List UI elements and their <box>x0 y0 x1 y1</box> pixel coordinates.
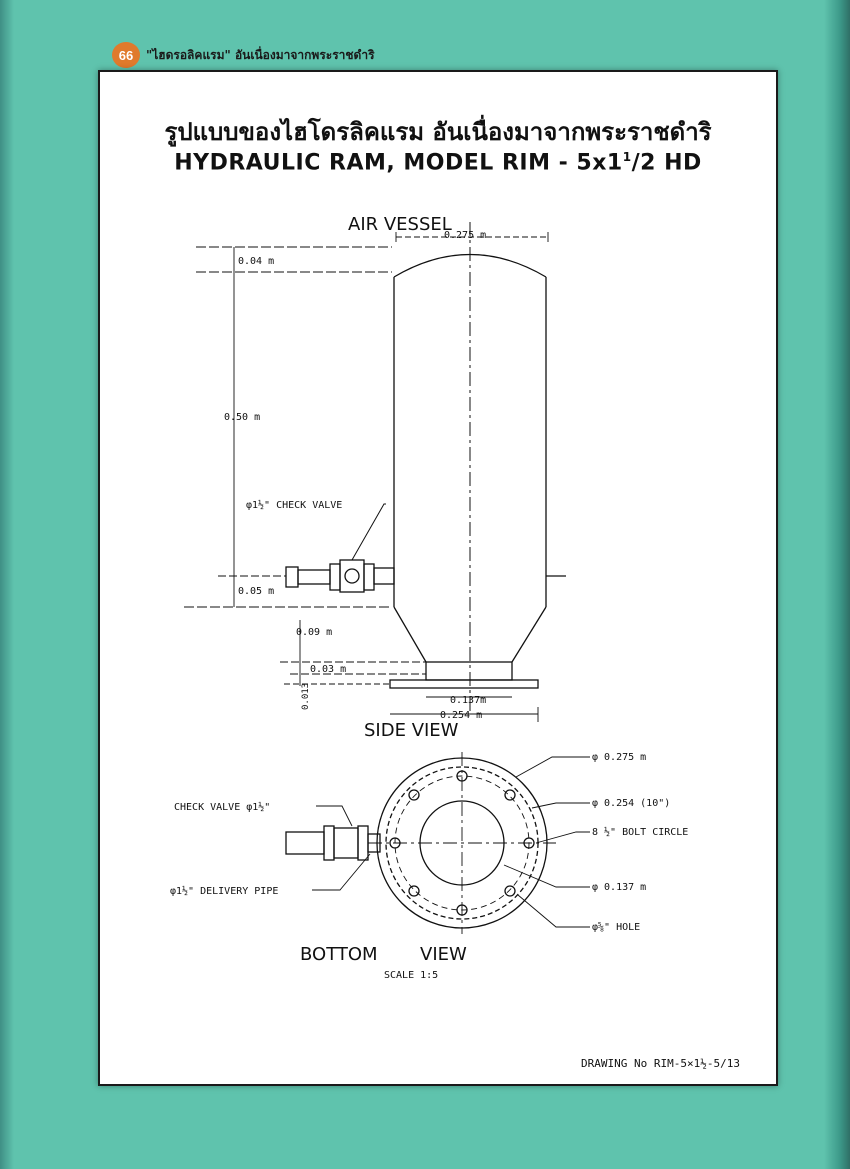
dim-cone-label: 0.09 m <box>296 627 332 638</box>
title-english-tail: /2 HD <box>631 150 702 176</box>
bottom-view-caption-right: VIEW <box>420 944 467 965</box>
bolt-circle-label: 8 ½" BOLT CIRCLE <box>592 826 688 838</box>
dim-width-label: 0.275 m <box>444 230 486 241</box>
bottom-view-caption-left: BOTTOM <box>300 944 378 965</box>
title-english: HYDRAULIC RAM, MODEL RIM - 5x11/2 HD <box>100 150 776 175</box>
delivery-pipe-label: φ1½" DELIVERY PIPE <box>170 885 278 897</box>
scale-label: SCALE 1:5 <box>384 970 438 981</box>
dim-neck-label: 0.03 m <box>310 664 346 675</box>
air-vessel-body <box>389 253 547 689</box>
hole-label: φ⅝" HOLE <box>592 921 640 933</box>
side-view-caption: SIDE VIEW <box>364 720 459 741</box>
title-english-main: HYDRAULIC RAM, MODEL RIM - 5x1 <box>174 150 623 176</box>
check-valve-side <box>285 559 566 593</box>
check-valve-leader <box>351 503 386 561</box>
page-number-badge: 66 <box>112 42 140 68</box>
dim-height-label: 0.50 m <box>224 412 260 423</box>
air-vessel-heading: AIR VESSEL <box>348 214 452 235</box>
check-valve-side-label: φ1½" CHECK VALVE <box>246 499 342 511</box>
page-edge-left <box>0 0 14 1169</box>
check-valve-bottom-label: CHECK VALVE φ1½" <box>174 801 270 813</box>
dia-outer-label: φ 0.275 m <box>592 752 646 763</box>
drawing-panel: รูปแบบของไฮโดรลิคแรม อันเนื่องมาจากพระรา… <box>98 70 778 1086</box>
dia-flange-label: φ 0.254 (10") <box>592 798 670 809</box>
engineering-drawing: AIR VESSEL 0.275 m 0.04 m 0.50 m φ1½" CH… <box>170 214 688 981</box>
title-english-sup: 1 <box>622 150 632 164</box>
check-valve-bottom <box>285 825 381 861</box>
dim-lower-label: 0.05 m <box>238 586 274 597</box>
running-header: 66 "ไฮดรอลิคแรม" อันเนื่องมาจากพระราชดำร… <box>112 42 375 68</box>
title-thai: รูปแบบของไฮโดรลิคแรม อันเนื่องมาจากพระรา… <box>164 118 712 146</box>
dim-top-label: 0.04 m <box>238 256 274 267</box>
drawing-number: DRAWING No RIM-5×1½-5/13 <box>581 1057 740 1070</box>
dim-flange-width-label: 0.254 m <box>440 710 482 721</box>
bottom-leaders <box>312 756 590 928</box>
page-edge-right <box>824 0 850 1169</box>
dia-inner-label: φ 0.137 m <box>592 882 646 893</box>
bolt-holes <box>389 770 535 916</box>
dim-flange-thick-label: 0.013 <box>301 683 311 710</box>
side-dimension-lines <box>184 232 549 722</box>
dim-neck-width-label: 0.137m <box>450 695 486 706</box>
running-title: "ไฮดรอลิคแรม" อันเนื่องมาจากพระราชดำริ <box>146 47 375 62</box>
